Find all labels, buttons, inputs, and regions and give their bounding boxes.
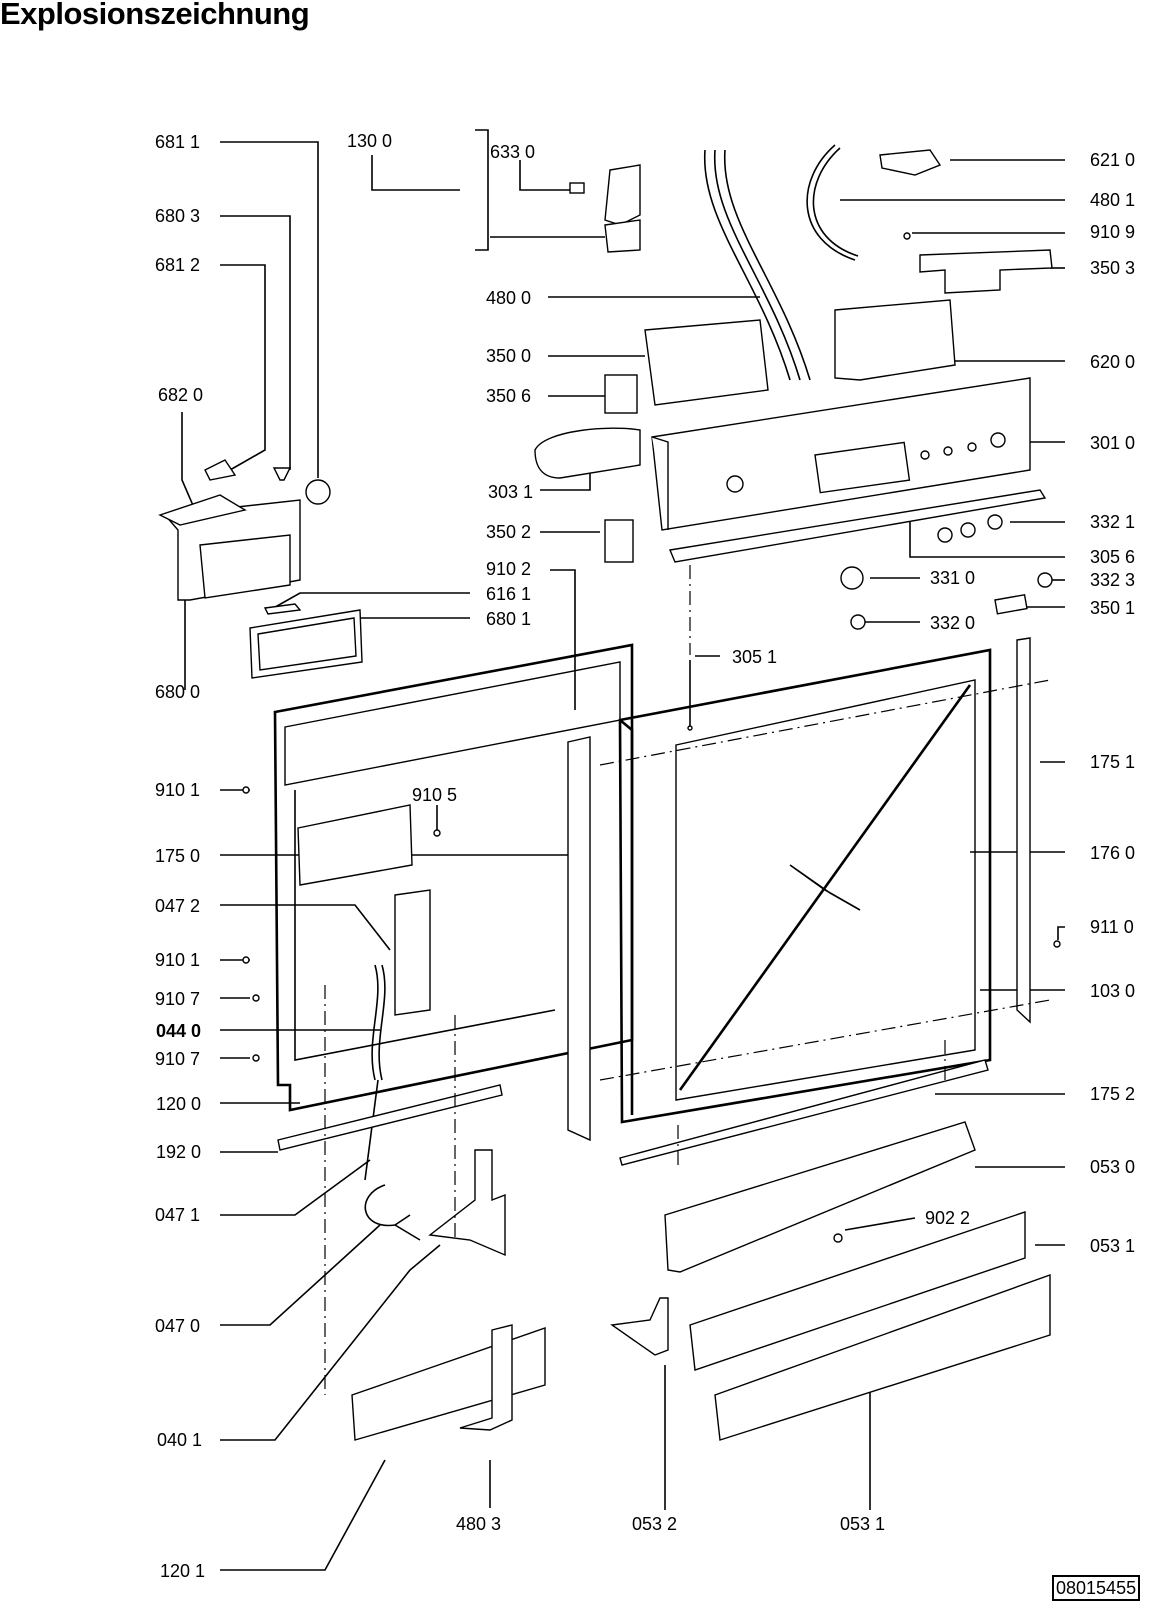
- parts: [158, 144, 1061, 1441]
- part-label-680-0: 680 0: [155, 682, 201, 702]
- part-label-902-2: 902 2: [925, 1208, 971, 1228]
- panel-trim-strip: [669, 489, 1047, 563]
- part-label-192-0: 192 0: [156, 1142, 202, 1162]
- diagram-title: Explosionszeichnung: [0, 0, 310, 31]
- part-label-331-0: 331 0: [930, 568, 976, 588]
- part-label-616-1: 616 1: [486, 584, 532, 604]
- part-label-120-1: 120 1: [160, 1561, 206, 1581]
- part-label-910-2: 910 2: [486, 559, 532, 579]
- part-label-305-1: 305 1: [732, 647, 778, 667]
- part-label-621-0: 621 0: [1090, 150, 1136, 170]
- dispenser-cap: [305, 479, 331, 505]
- part-label-301-0: 301 0: [1090, 433, 1136, 453]
- part-label-480-0: 480 0: [486, 288, 532, 308]
- part-label-130-0: 130 0: [347, 131, 393, 151]
- door-lock: [604, 164, 641, 226]
- part-label-681-2: 681 2: [155, 255, 201, 275]
- main-knob: [840, 566, 864, 590]
- part-label-480-1: 480 1: [1090, 190, 1136, 210]
- part-label-350-2: 350 2: [486, 522, 532, 542]
- part-label-910-1-upper: 910 1: [155, 780, 201, 800]
- display-cover: [534, 427, 641, 479]
- part-label-910-9: 910 9: [1090, 222, 1136, 242]
- part-label-350-1: 350 1: [1090, 598, 1136, 618]
- part-label-680-1: 680 1: [486, 609, 532, 629]
- part-label-040-1: 040 1: [157, 1430, 203, 1450]
- part-label-176-0: 176 0: [1090, 843, 1136, 863]
- part-label-103-0: 103 0: [1090, 981, 1136, 1001]
- part-label-044-0: 044 0: [156, 1021, 202, 1041]
- part-label-175-2: 175 2: [1090, 1084, 1136, 1104]
- part-label-620-0: 620 0: [1090, 352, 1136, 372]
- part-label-047-1: 047 1: [155, 1205, 201, 1225]
- right-door-trim: [1016, 637, 1031, 1024]
- leader-lines: [181, 129, 1065, 1571]
- part-label-910-7-lower: 910 7: [155, 1049, 201, 1069]
- part-label-175-0: 175 0: [155, 846, 201, 866]
- lower-door-trim: [619, 1059, 989, 1166]
- document-id: 08015455: [1052, 1575, 1141, 1601]
- part-label-350-0: 350 0: [486, 346, 532, 366]
- control-bracket: [834, 299, 956, 381]
- plinth-panel-upper: [689, 1211, 1026, 1371]
- part-label-332-0: 332 0: [930, 613, 976, 633]
- part-label-633-0: 633 0: [490, 142, 536, 162]
- part-label-911-0: 911 0: [1090, 917, 1134, 937]
- part-label-910-5: 910 5: [412, 785, 458, 805]
- part-label-047-0: 047 0: [155, 1316, 201, 1336]
- terminal-block: [919, 249, 1053, 294]
- left-door-trim: [567, 736, 591, 1142]
- inner-door-panel: [273, 643, 634, 1112]
- electronic-module: [644, 319, 769, 406]
- part-label-120-0: 120 0: [156, 1094, 202, 1114]
- part-label-910-1-lower: 910 1: [155, 950, 201, 970]
- plinth-panel-lower: [714, 1274, 1051, 1441]
- part-label-053-0: 053 0: [1090, 1157, 1136, 1177]
- part-label-480-3: 480 3: [456, 1514, 502, 1534]
- part-label-910-7-upper: 910 7: [155, 989, 201, 1009]
- part-label-332-3: 332 3: [1090, 570, 1136, 590]
- part-label-305-6: 305 6: [1090, 547, 1136, 567]
- part-label-303-1: 303 1: [488, 482, 534, 502]
- part-label-053-1-bottom: 053 1: [840, 1514, 886, 1534]
- part-label-053-2: 053 2: [632, 1514, 678, 1534]
- part-label-680-3: 680 3: [155, 206, 201, 226]
- part-label-681-1: 681 1: [155, 132, 201, 152]
- toe-kick-panel: [351, 1327, 546, 1441]
- part-label-047-2: 047 2: [155, 896, 201, 916]
- part-label-175-1: 175 1: [1090, 752, 1136, 772]
- part-label-682-0: 682 0: [158, 385, 204, 405]
- part-label-350-3: 350 3: [1090, 258, 1136, 278]
- part-label-053-1-right: 053 1: [1090, 1236, 1136, 1256]
- part-label-332-1: 332 1: [1090, 512, 1136, 532]
- outer-door-panel: [618, 648, 992, 1124]
- part-label-350-6: 350 6: [486, 386, 532, 406]
- plinth-rail: [664, 1121, 976, 1273]
- bottom-rail: [277, 1084, 503, 1151]
